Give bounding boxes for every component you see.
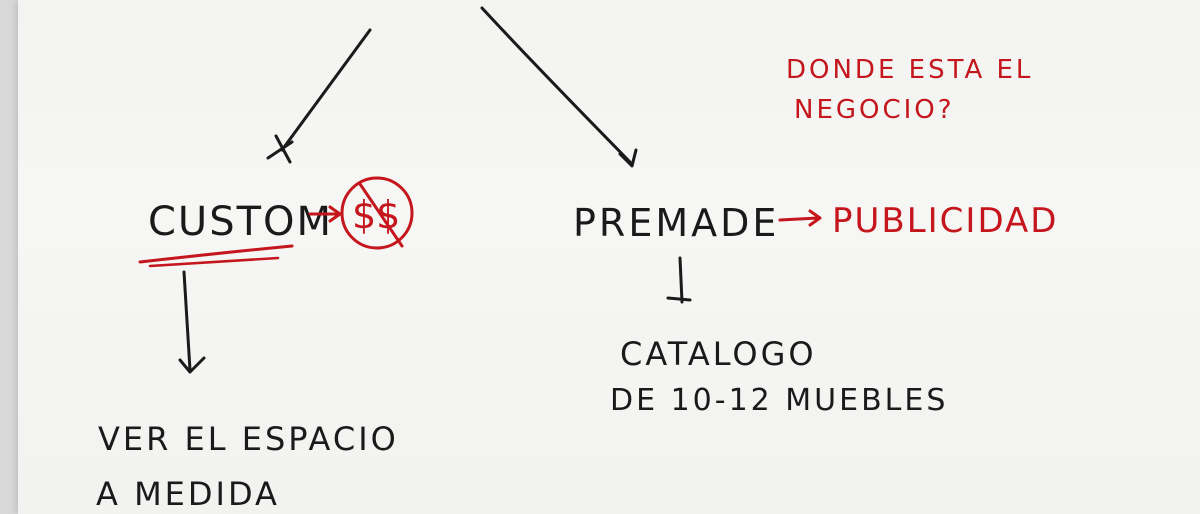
ver-espacio-line1: VER EL ESPACIO	[98, 420, 399, 458]
arrow-custom-down	[178, 270, 206, 374]
custom-label: CUSTOM	[148, 199, 333, 245]
paper-sheet	[18, 0, 1200, 514]
arrow-custom-to-money	[308, 205, 342, 223]
catalogo-line1: CATALOGO	[620, 335, 817, 373]
ver-espacio-line2: A MEDIDA	[96, 475, 280, 513]
custom-underline	[138, 244, 294, 268]
premade-label: PREMADE	[573, 201, 779, 245]
money-crossed-icon: $$	[340, 176, 414, 250]
note-line2: NEGOCIO?	[794, 95, 955, 125]
catalogo-line2: DE 10-12 MUEBLES	[610, 383, 948, 418]
publicidad-label: PUBLICIDAD	[832, 201, 1058, 241]
note-line1: DONDE ESTA EL	[786, 55, 1033, 85]
arrow-to-premade	[480, 6, 638, 168]
arrow-to-custom	[266, 28, 372, 164]
arrow-premade-to-publicidad	[778, 209, 822, 227]
arrow-premade-down	[666, 256, 692, 304]
